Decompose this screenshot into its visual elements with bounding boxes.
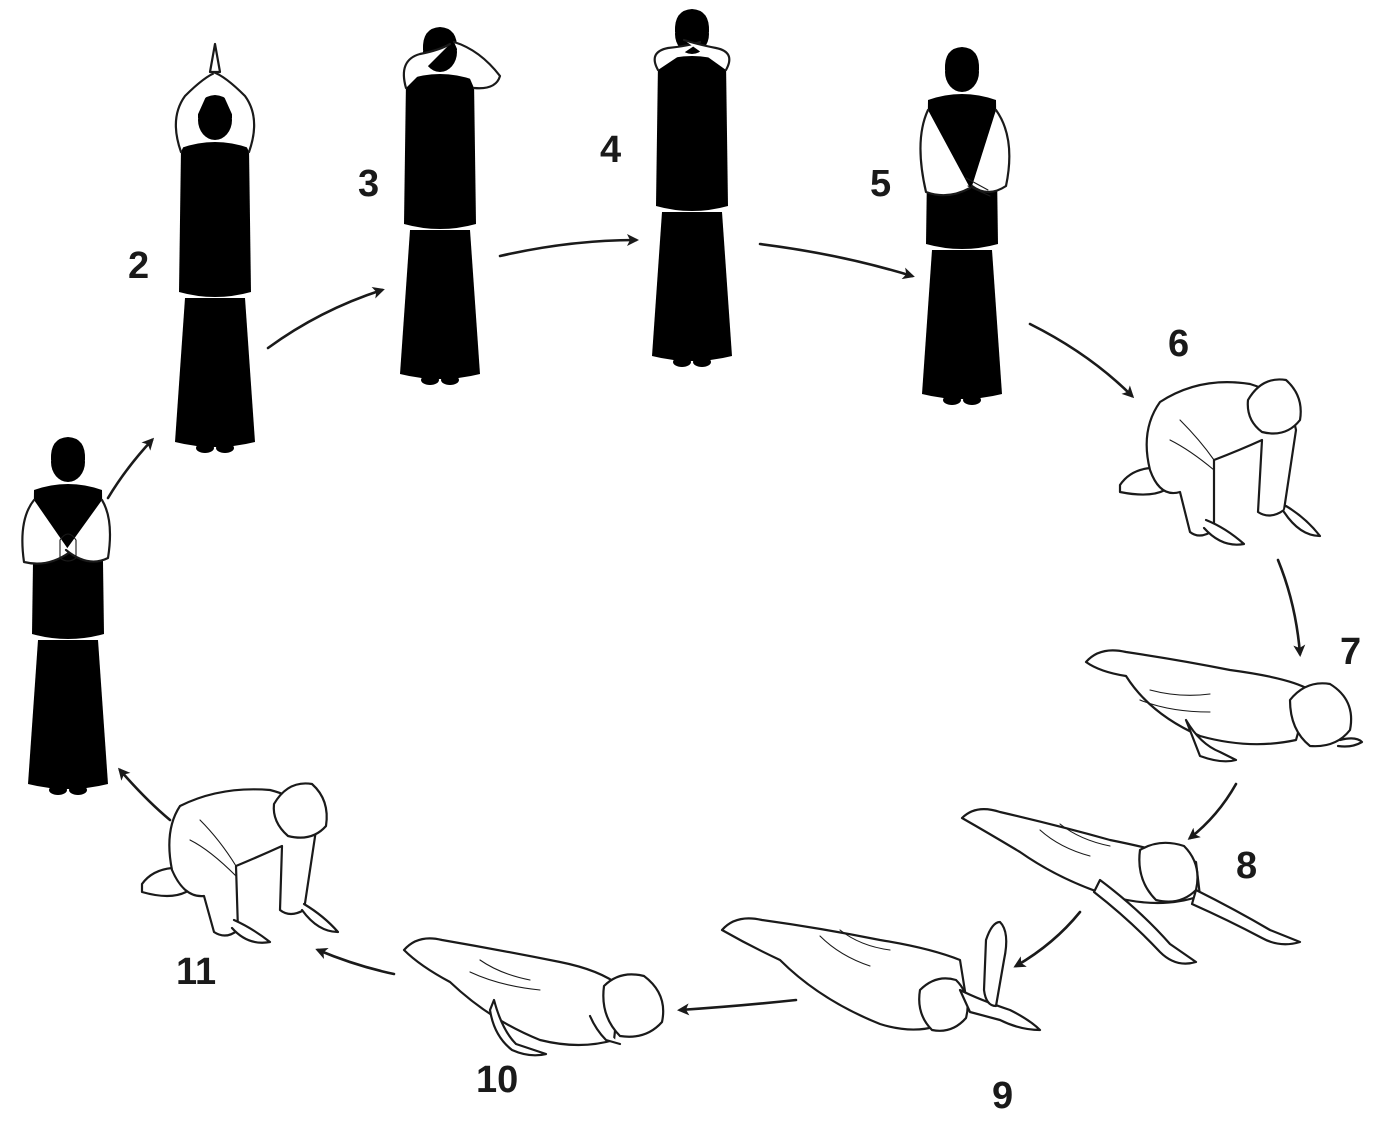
step-number-2: 2 xyxy=(128,245,149,287)
arrow-5-to-6 xyxy=(1028,322,1135,399)
figure-step-10 xyxy=(402,937,665,1057)
figure-step-2 xyxy=(174,42,256,453)
step-number-11: 11 xyxy=(176,951,216,993)
arrow-11-to-1 xyxy=(118,767,172,822)
figure-step-9 xyxy=(720,917,1042,1032)
arrow-2-to-3 xyxy=(266,287,385,350)
arrow-1-to-2 xyxy=(106,437,155,500)
step-number-9: 9 xyxy=(992,1075,1013,1117)
arrow-3-to-4 xyxy=(498,234,639,258)
figure-step-8 xyxy=(960,807,1302,965)
figure-step-7 xyxy=(1084,649,1364,763)
arrow-4-to-5 xyxy=(758,242,915,280)
figure-step-11 xyxy=(140,782,340,944)
figure-step-4 xyxy=(652,9,732,367)
figure-step-1 xyxy=(21,437,112,795)
figure-step-5 xyxy=(919,47,1011,405)
arrow-7-to-8 xyxy=(1187,782,1238,840)
arrow-10-to-11 xyxy=(315,947,396,976)
figure-step-3 xyxy=(400,27,502,385)
step-number-8: 8 xyxy=(1236,845,1257,887)
step-number-4: 4 xyxy=(600,129,621,171)
figure-step-6 xyxy=(1118,378,1322,546)
step-number-3: 3 xyxy=(358,163,379,205)
arrow-6-to-7 xyxy=(1276,558,1306,657)
step-number-7: 7 xyxy=(1340,631,1361,673)
arrow-8-to-9 xyxy=(1013,910,1082,968)
step-number-6: 6 xyxy=(1168,323,1189,365)
step-number-10: 10 xyxy=(476,1059,518,1101)
step-number-5: 5 xyxy=(870,163,891,205)
arrow-9-to-10 xyxy=(677,998,798,1016)
